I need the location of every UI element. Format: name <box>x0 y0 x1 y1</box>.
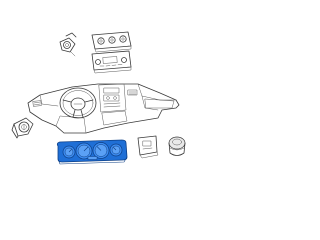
radio-head-unit[interactable] <box>91 50 132 74</box>
headlamp-switch[interactable] <box>11 117 34 139</box>
ignition-switch[interactable] <box>59 32 77 57</box>
climate-control-panel[interactable] <box>91 31 132 53</box>
steering-wheel <box>59 87 97 119</box>
instrument-cluster[interactable] <box>56 139 128 165</box>
dashboard <box>27 83 180 134</box>
control-module[interactable] <box>137 135 159 159</box>
parts-diagram <box>11 31 186 165</box>
cluster-gauges <box>62 142 123 160</box>
knob[interactable] <box>168 136 186 156</box>
